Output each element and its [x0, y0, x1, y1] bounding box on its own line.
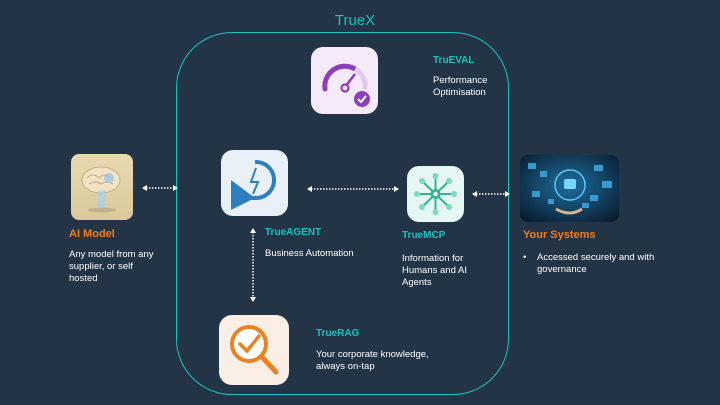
your-systems-name: Your Systems: [523, 229, 596, 241]
truerag-name: TrueRAG: [316, 328, 360, 339]
your-systems-bullets: Accessed securely and with governance: [523, 252, 663, 276]
hub-network-icon: [407, 166, 464, 222]
bidirectional-arrow-vertical: [249, 228, 257, 302]
ai-model-name: AI Model: [69, 228, 115, 240]
trueagent-description: Business Automation: [265, 248, 354, 259]
digital-systems-image: [520, 155, 619, 222]
truex-frame: [176, 32, 509, 395]
truemcp-description: Information for Humans and AI Agents: [402, 253, 467, 288]
truex-title: TrueX: [334, 12, 376, 29]
play-lightning-icon: [221, 150, 288, 216]
speedometer-check-icon: [311, 47, 378, 114]
your-systems-bullet: Accessed securely and with governance: [523, 252, 663, 276]
bidirectional-arrow: [307, 185, 399, 193]
trueval-name: TruEVAL: [433, 55, 475, 66]
trueval-description-line: Performance: [433, 75, 488, 86]
magnifier-check-icon: [219, 315, 289, 385]
brain-image: [71, 154, 133, 220]
bidirectional-arrow: [142, 184, 178, 192]
trueagent-name: TrueAGENT: [265, 227, 322, 238]
trueval-description: Performance Optimisation: [433, 75, 487, 99]
bidirectional-arrow: [472, 190, 510, 198]
truerag-description: Your corporate knowledge, always on-tap: [316, 349, 429, 372]
trueval-description-line: Optimisation: [433, 87, 486, 98]
ai-model-description: Any model from any supplier, or self hos…: [69, 249, 154, 284]
truemcp-name: TrueMCP: [402, 230, 446, 241]
